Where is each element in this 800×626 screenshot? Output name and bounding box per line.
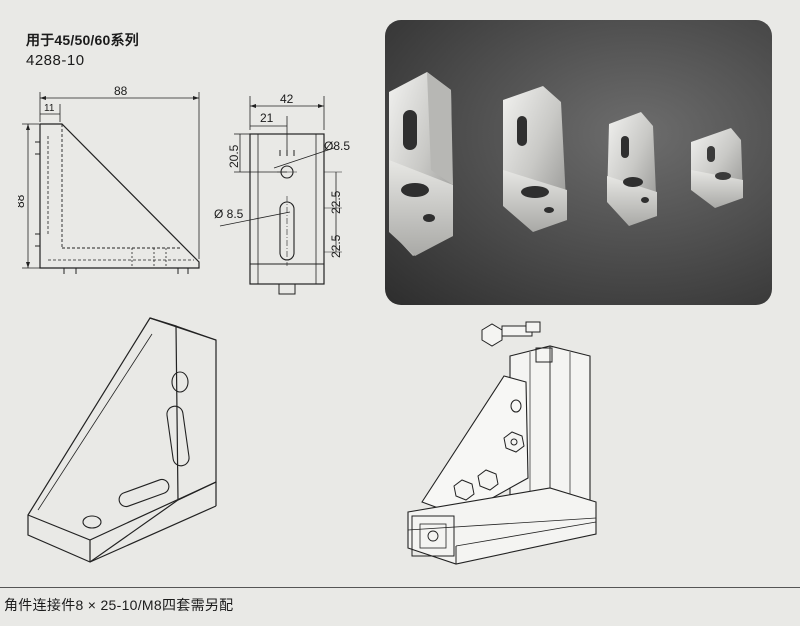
front-dim-top: 20.5: [227, 144, 241, 168]
front-dim-slot-lower: 22.5: [329, 234, 343, 258]
front-dim-slot-upper: 22.5: [329, 190, 343, 214]
side-dim-lip: 11: [44, 103, 55, 114]
front-dim-width: 42: [280, 92, 294, 106]
isometric-bracket-drawing: [27, 317, 217, 563]
front-view-drawing: 42 21 20.5 Ø8.5 Ø 8.5 22.5 22.5: [214, 92, 350, 295]
front-dim-hole-slot: Ø 8.5: [214, 207, 244, 221]
series-title: 用于45/50/60系列: [26, 32, 139, 48]
front-dim-offset: 21: [260, 111, 274, 125]
bracket-photo: [385, 20, 772, 305]
front-dim-hole-top: Ø8.5: [324, 139, 350, 153]
title-block: 用于45/50/60系列 4288-10: [26, 30, 139, 69]
footer-divider: [0, 587, 800, 588]
side-view-drawing: 88 11 88: [18, 84, 200, 274]
footer-note: 角件连接件8 × 25-10/M8四套需另配: [4, 597, 234, 613]
side-dim-height: 88: [18, 194, 27, 208]
profile-assembly-drawing: [407, 321, 597, 565]
side-dim-width: 88: [114, 84, 128, 98]
part-number: 4288-10: [26, 52, 85, 69]
